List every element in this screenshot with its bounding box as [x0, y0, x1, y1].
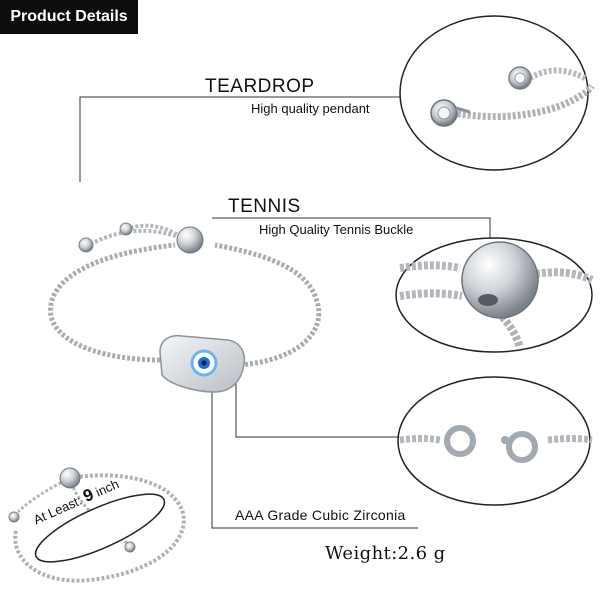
clasp-zoom-oval — [397, 376, 593, 506]
teardrop-subtitle: High quality pendant — [251, 101, 370, 116]
weight-label: Weight:2.6 g — [325, 543, 446, 564]
bracelet-main — [47, 222, 322, 393]
tennis-title: TENNIS — [228, 196, 301, 217]
tennis-zoom-oval — [395, 237, 594, 353]
tennis-subtitle: High Quality Tennis Buckle — [259, 222, 414, 237]
teardrop-zoom-oval — [399, 15, 595, 171]
size-label-oval — [34, 493, 166, 563]
zirconia-callout-line — [211, 388, 418, 529]
clasp-callout-line — [235, 378, 398, 438]
product-details-badge: Product Details — [0, 0, 138, 34]
teardrop-title: TEARDROP — [205, 76, 315, 97]
bracelet-size-demo — [8, 467, 186, 583]
zirconia-label: AAA Grade Cubic Zirconia — [235, 507, 406, 523]
teardrop-callout-line — [79, 96, 400, 182]
